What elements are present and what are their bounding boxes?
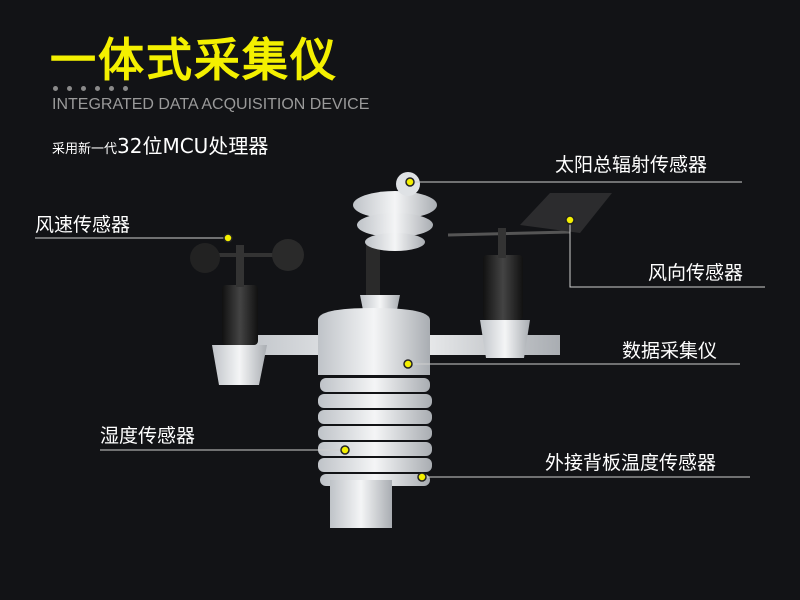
label-backplate-temperature-sensor: 外接背板温度传感器 bbox=[545, 452, 717, 474]
label-wind-speed-sensor: 风速传感器 bbox=[35, 214, 131, 236]
label-data-collector: 数据采集仪 bbox=[622, 340, 718, 362]
label-humidity-sensor: 湿度传感器 bbox=[100, 425, 196, 447]
radiation-shield bbox=[318, 378, 432, 486]
anemometer-cup bbox=[272, 239, 304, 271]
mcu-main: 32位MCU处理器 bbox=[117, 134, 269, 158]
wind-direction-body bbox=[483, 255, 523, 320]
wind-speed-body bbox=[222, 285, 258, 345]
mounting-bracket bbox=[330, 480, 392, 528]
mcu-prefix: 采用新一代 bbox=[52, 142, 118, 157]
wind-vane bbox=[520, 193, 612, 233]
label-solar-radiation-sensor: 太阳总辐射传感器 bbox=[555, 154, 708, 176]
data-collector-body bbox=[318, 308, 430, 375]
solar-radiation-sensor bbox=[353, 191, 437, 219]
subtitle: INTEGRATED DATA ACQUISITION DEVICE bbox=[52, 96, 370, 113]
callout-dots bbox=[223, 177, 575, 482]
mcu-caption: 采用新一代32位MCU处理器 bbox=[52, 130, 268, 159]
decorative-dots bbox=[53, 86, 128, 91]
label-wind-direction-sensor: 风向传感器 bbox=[648, 262, 744, 284]
anemometer-cup bbox=[190, 243, 220, 273]
callout-lines bbox=[35, 181, 765, 478]
page-title: 一体式采集仪 bbox=[50, 33, 338, 87]
